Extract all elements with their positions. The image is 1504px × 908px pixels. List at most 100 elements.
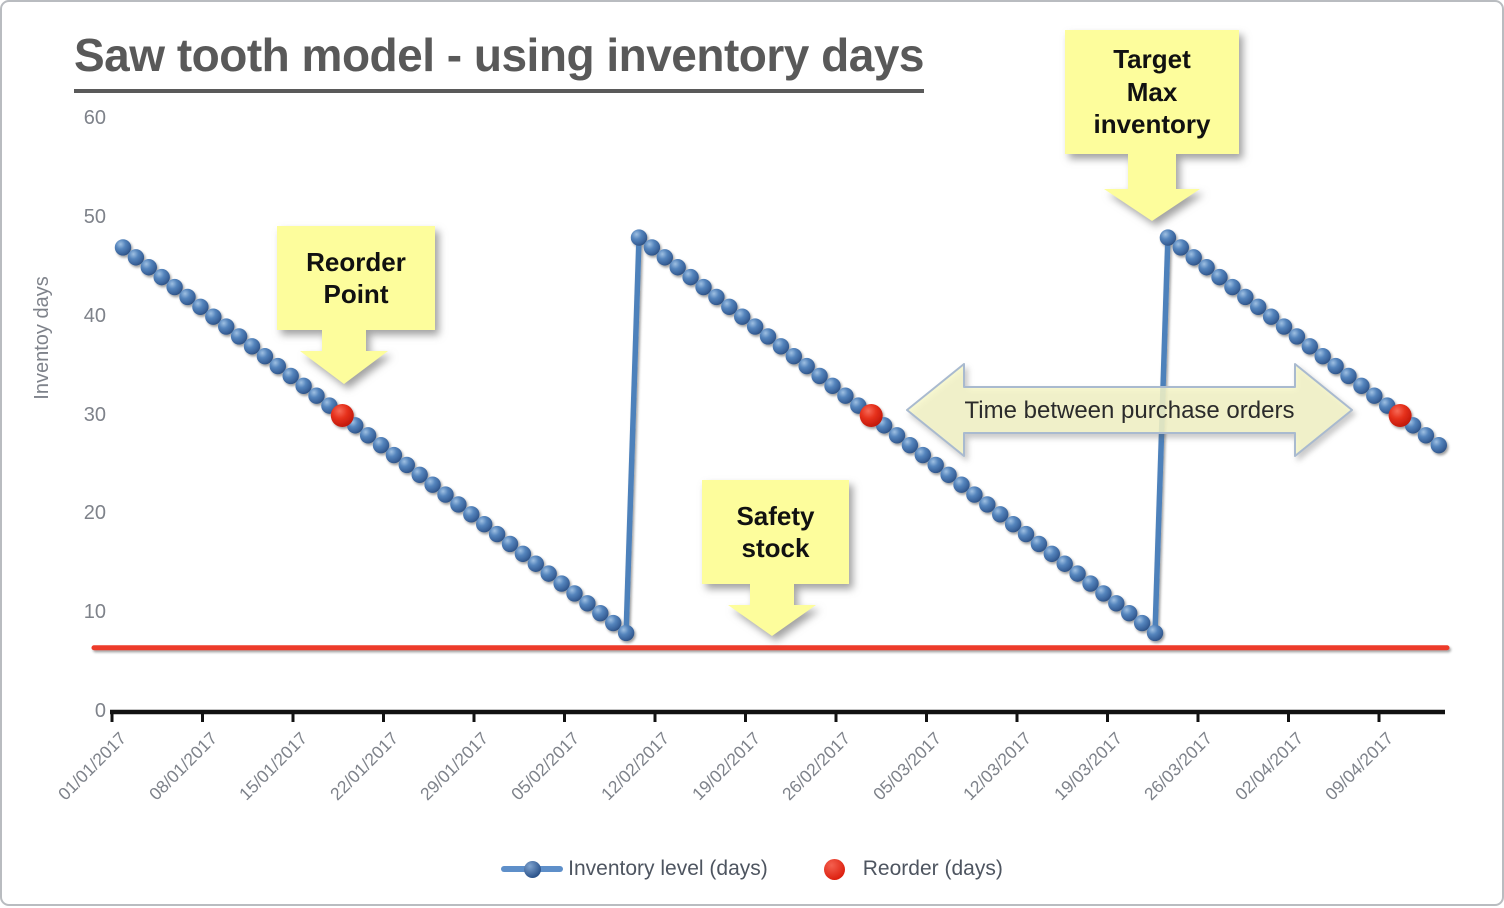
inventory-point (385, 446, 403, 464)
chart-legend: Inventory level (days) Reorder (days) (2, 848, 1502, 890)
inventory-point (1159, 229, 1177, 246)
inventory-point (888, 427, 906, 444)
inventory-point (230, 328, 248, 345)
reorder-point-callout: Reorder Point (277, 226, 435, 384)
legend-item-inventory-level: Inventory level (days) (501, 857, 768, 881)
inventory-point (488, 525, 506, 543)
inventory-point (359, 427, 377, 444)
inventory-point (927, 456, 944, 474)
y-tick-label: 20 (83, 502, 106, 525)
inventory-point (256, 348, 274, 365)
chart-title: Saw tooth model - using inventory days (74, 28, 925, 93)
legend-label-reorder: Reorder (days) (862, 857, 1003, 880)
inventory-point (243, 338, 261, 355)
time-between-orders-label: Time between purchase orders (964, 397, 1295, 424)
inventory-point (1301, 338, 1319, 355)
inventory-point (1288, 328, 1306, 345)
inventory-point (966, 486, 983, 503)
inventory-point (527, 555, 544, 572)
inventory-point (682, 268, 699, 286)
inventory-point (734, 308, 751, 325)
inventory-point (501, 535, 519, 553)
inventory-point (514, 545, 532, 563)
inventory-point (553, 575, 570, 592)
inventory-point (592, 604, 609, 622)
inventory-point (1017, 525, 1035, 543)
reorder-point-marker (859, 404, 883, 428)
inventory-point (269, 357, 286, 375)
inventory-point (1224, 278, 1241, 296)
inventory-point (411, 466, 428, 484)
inventory-point (721, 298, 738, 315)
inventory-point (1340, 367, 1357, 385)
y-tick-label: 30 (83, 403, 106, 426)
y-tick-label: 0 (94, 700, 106, 722)
inventory-point (1250, 298, 1267, 315)
inventory-point (824, 377, 841, 395)
inventory-point (1262, 308, 1280, 325)
double-headed-arrow-icon (906, 363, 1353, 457)
inventory-point (1108, 595, 1125, 612)
inventory-point (218, 318, 235, 335)
inventory-point (424, 476, 441, 493)
safety-stock-down-arrow-icon (728, 583, 816, 636)
inventory-point (179, 288, 196, 306)
inventory-point (914, 446, 931, 464)
inventory-point (114, 239, 132, 256)
inventory-point (127, 249, 145, 266)
inventory-point (1211, 268, 1228, 286)
inventory-point (940, 466, 957, 484)
inventory-point (746, 318, 764, 335)
inventory-point (643, 239, 661, 256)
inventory-point (153, 268, 170, 286)
inventory-point (1095, 585, 1112, 602)
y-tick-label: 10 (83, 601, 106, 624)
legend-sphere-marker-icon (523, 860, 541, 878)
inventory-point (1417, 427, 1435, 444)
inventory-point (1030, 535, 1048, 553)
inventory-point (1133, 614, 1151, 632)
safety-stock-callout: Safety stock (702, 480, 849, 636)
legend-label-inventory: Inventory level (days) (568, 857, 768, 880)
inventory-point (579, 595, 596, 612)
inventory-point (992, 506, 1009, 523)
inventory-point (953, 476, 970, 493)
inventory-point (1430, 436, 1448, 454)
inventory-point (398, 456, 415, 474)
reorder-point-marker (1388, 404, 1412, 428)
inventory-point (476, 516, 493, 533)
inventory-point (1172, 239, 1190, 256)
inventory-point (759, 328, 777, 345)
inventory-point (540, 565, 557, 582)
target-max-inventory-callout-box: Target Max inventory (1065, 30, 1239, 154)
target-max-inventory-callout: Target Max inventory (1065, 30, 1239, 221)
inventory-point (837, 387, 854, 404)
inventory-point (1043, 545, 1061, 563)
reorder-point-callout-text: Reorder Point (306, 246, 406, 310)
inventory-point (1056, 555, 1073, 572)
inventory-point (1275, 318, 1293, 335)
inventory-point (450, 496, 467, 513)
inventory-point (205, 308, 222, 325)
inventory-point (772, 338, 790, 355)
inventory-point (656, 249, 673, 266)
legend-line-marker-icon (501, 860, 564, 878)
legend-item-reorder: Reorder (days) (823, 857, 1003, 881)
inventory-point (566, 585, 583, 602)
inventory-point (282, 367, 299, 385)
target-max-inventory-callout-text: Target Max inventory (1093, 44, 1211, 140)
inventory-point (1198, 259, 1215, 276)
inventory-point (1121, 604, 1138, 622)
inventory-point (669, 259, 686, 276)
time-between-orders-annotation: Time between purchase orders (897, 354, 1362, 466)
inventory-point (437, 486, 454, 503)
inventory-point (1146, 624, 1164, 642)
inventory-point (1069, 565, 1086, 582)
inventory-point (811, 367, 828, 385)
x-axis-line-group (110, 709, 1445, 722)
inventory-point (1327, 357, 1344, 375)
y-tick-label: 50 (83, 205, 106, 228)
y-tick-label: 60 (83, 107, 106, 129)
inventory-point (708, 288, 725, 306)
